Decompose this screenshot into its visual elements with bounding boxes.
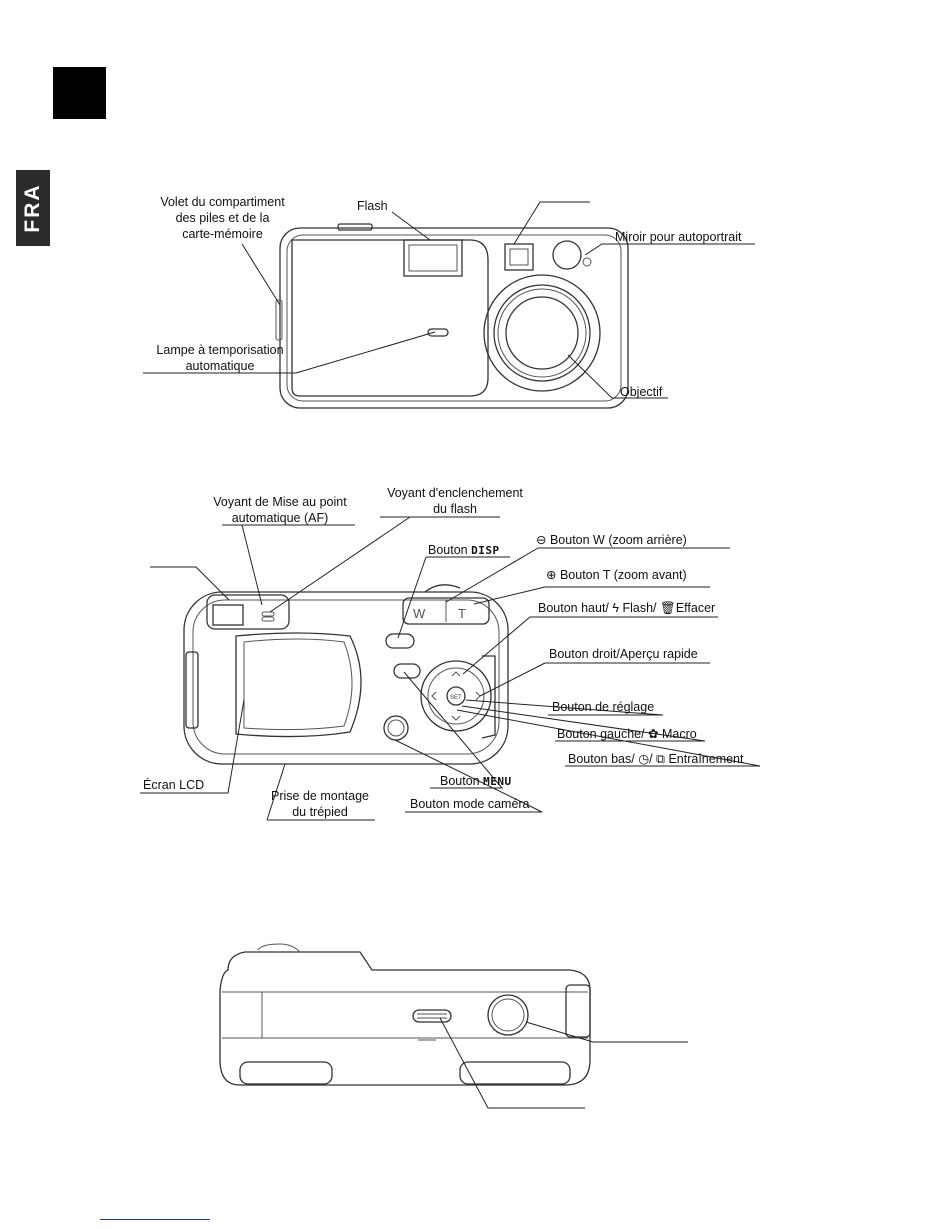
top-camera-body: [219, 943, 591, 1086]
top-leader-lines: [439, 1017, 688, 1109]
language-tab: FRA: [16, 170, 50, 246]
front-camera-body: [275, 223, 629, 409]
label-af-indicator: Voyant de Mise au point automatique (AF): [213, 495, 347, 525]
zoom-in-icon: ⊕: [546, 568, 557, 582]
back-camera-body: W T SET: [183, 584, 509, 765]
label-up-button: Bouton haut/ ϟ Flash/ 🗑Effacer: [538, 601, 716, 615]
label-right-button: Bouton droit/Aperçu rapide: [549, 647, 698, 661]
label-down-button: Bouton bas/ ◷/ ⧉ Entraînement: [568, 752, 744, 766]
front-leader-lines: [143, 201, 755, 399]
label-flash: Flash: [357, 199, 388, 213]
footer-rule: [100, 1219, 210, 1220]
zoom-out-icon: ⊖: [536, 533, 547, 547]
section-marker: [53, 67, 106, 119]
svg-text:SET: SET: [450, 695, 462, 701]
svg-text:W: W: [413, 606, 426, 621]
label-lcd: Écran LCD: [143, 778, 205, 792]
label-lens: Objectif: [620, 385, 663, 399]
label-tripod: Prise de montage du trépied: [271, 789, 369, 819]
label-flash-indicator: Voyant d'enclenchement du flash: [387, 486, 523, 516]
label-set-button: Bouton de réglage: [552, 700, 655, 714]
label-left-button: Bouton gauche/ ✿ Macro: [557, 727, 697, 741]
back-leader-lines: [140, 516, 761, 821]
label-self-timer-lamp: Lampe à temporisation automatique: [156, 343, 284, 373]
label-mirror: Miroir pour autoportrait: [615, 230, 742, 244]
label-mode-button: Bouton mode caméra: [410, 797, 530, 811]
svg-text:T: T: [458, 606, 466, 621]
label-zoom-w: ⊖ Bouton W (zoom arrière): [536, 533, 687, 547]
label-battery-door: Volet du compartiment des piles et de la…: [160, 195, 285, 241]
label-disp-button: Bouton DISP: [428, 543, 500, 557]
label-menu-button: Bouton MENU: [440, 774, 512, 788]
label-zoom-t: ⊕ Bouton T (zoom avant): [546, 568, 687, 582]
